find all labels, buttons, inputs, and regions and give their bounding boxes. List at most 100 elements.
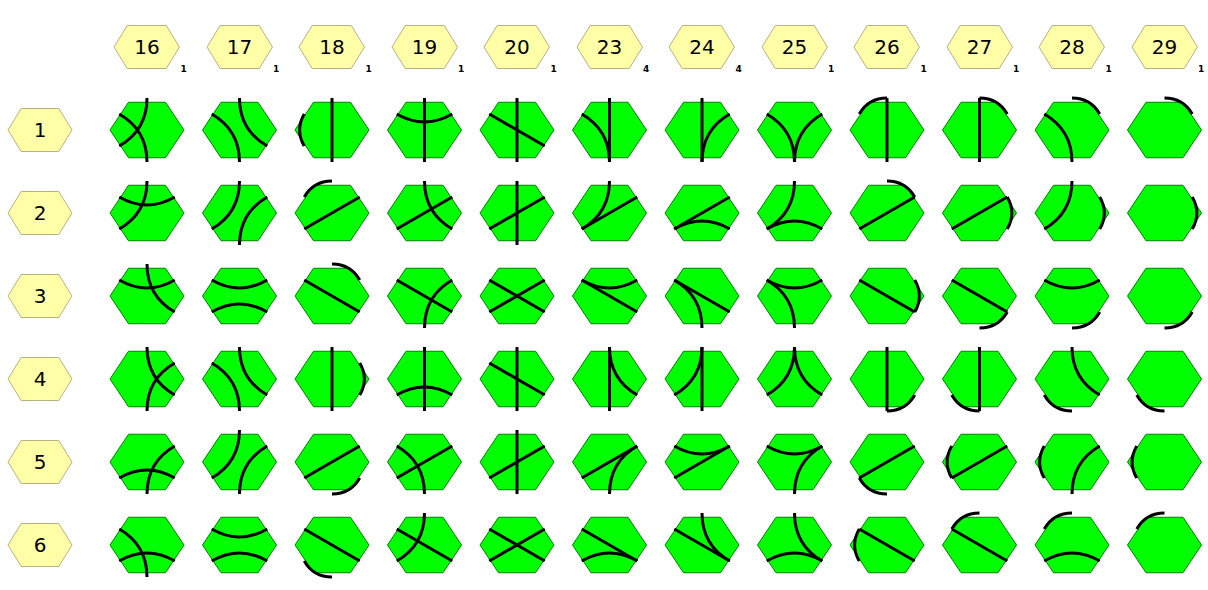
tile-line	[360, 363, 365, 395]
column-header-hex: 291	[1132, 25, 1197, 69]
hex-tile	[943, 185, 1017, 241]
tile-line	[331, 347, 334, 411]
hex-tile	[1035, 98, 1109, 162]
hex-tile	[665, 268, 739, 328]
hex-tile	[110, 517, 184, 577]
hex-tile	[758, 347, 832, 407]
hex-number: 16	[134, 37, 159, 57]
tile-hexagon	[573, 268, 647, 324]
hex-number: 19	[412, 37, 437, 57]
tile-hexagon	[850, 268, 924, 324]
column-header-hex: 251	[762, 25, 827, 69]
tile-line	[1044, 395, 1072, 411]
hex-tile	[1035, 347, 1109, 411]
hex-tile	[850, 434, 924, 494]
hex-tile	[850, 517, 924, 573]
tile-hexagon	[665, 434, 739, 490]
hex-tile	[388, 434, 462, 494]
tile-line	[859, 446, 915, 478]
tile-line	[489, 280, 545, 312]
tile-hexagon	[203, 517, 277, 573]
hex-tile	[943, 268, 1017, 328]
tile-line	[147, 347, 175, 395]
tile-line	[516, 430, 519, 494]
hex-tile	[295, 347, 369, 411]
hex-tile	[388, 513, 462, 573]
column-header-hex: 234	[577, 25, 642, 69]
tile-line	[489, 363, 545, 395]
hex-tile	[665, 513, 739, 573]
column-header-hex: 181	[299, 25, 364, 69]
hex-tile	[388, 181, 462, 241]
tile-line	[212, 304, 268, 312]
tile-line	[582, 114, 610, 162]
hex-tile	[295, 517, 369, 577]
hex-tile	[1035, 434, 1109, 494]
hex-tile	[573, 347, 647, 411]
tile-line	[1165, 312, 1193, 328]
tile-hexagon	[573, 517, 647, 573]
tile-line	[582, 181, 610, 229]
hex-tile	[480, 517, 554, 573]
hex-tile	[480, 98, 554, 162]
tile-line	[147, 446, 175, 494]
hex-tile	[943, 513, 1017, 573]
tile-line	[767, 114, 795, 162]
tile-line	[610, 347, 638, 395]
count-subscript: 1	[550, 65, 556, 74]
hex-number: 28	[1059, 37, 1084, 57]
tile-line	[915, 280, 920, 312]
count-subscript: 1	[1013, 65, 1019, 74]
hex-tile	[1128, 98, 1202, 158]
hex-tile	[758, 268, 832, 328]
tile-line	[582, 553, 638, 561]
tile-line	[240, 347, 268, 395]
column-header-hex: 271	[947, 25, 1012, 69]
hex-tile	[758, 434, 832, 494]
tile-line	[300, 114, 305, 146]
tile-line	[674, 221, 730, 229]
hex-tile	[758, 181, 832, 241]
tile-line	[859, 98, 887, 114]
tile-line	[674, 197, 730, 229]
hex-number: 23	[597, 37, 622, 57]
tile-line	[1137, 395, 1165, 411]
tile-line	[582, 280, 638, 312]
hex-tile	[110, 434, 184, 494]
tile-line	[397, 387, 453, 395]
tile-line	[952, 395, 980, 411]
tile-line	[397, 114, 453, 122]
hex-number: 17	[227, 37, 252, 57]
row-label-hex: 2	[8, 191, 72, 235]
tile-line	[332, 478, 360, 494]
column-header-hex: 161	[114, 25, 179, 69]
tile-line	[119, 197, 175, 205]
tile-line	[332, 264, 360, 280]
hex-tile	[1035, 513, 1109, 573]
tile-line	[119, 181, 147, 229]
tile-line	[795, 347, 823, 395]
tile-line	[212, 363, 240, 411]
count-subscript: 4	[735, 65, 741, 74]
tile-line	[767, 280, 795, 328]
tile-line	[1044, 280, 1100, 288]
tile-line	[795, 513, 823, 561]
tile-line	[610, 446, 638, 494]
hex-tile	[573, 517, 647, 573]
tile-line	[1192, 197, 1197, 229]
tile-line	[952, 197, 1008, 229]
tile-line	[423, 347, 426, 411]
count-subscript: 1	[828, 65, 834, 74]
hex-tile	[1128, 351, 1202, 411]
hex-tile	[295, 434, 369, 494]
tile-line	[674, 446, 730, 478]
tile-line	[304, 529, 360, 561]
tile-line	[980, 98, 1008, 114]
hex-tile	[758, 513, 832, 573]
hex-tile	[850, 98, 924, 162]
tile-line	[952, 446, 1008, 478]
count-subscript: 1	[180, 65, 186, 74]
count-subscript: 4	[643, 65, 649, 74]
